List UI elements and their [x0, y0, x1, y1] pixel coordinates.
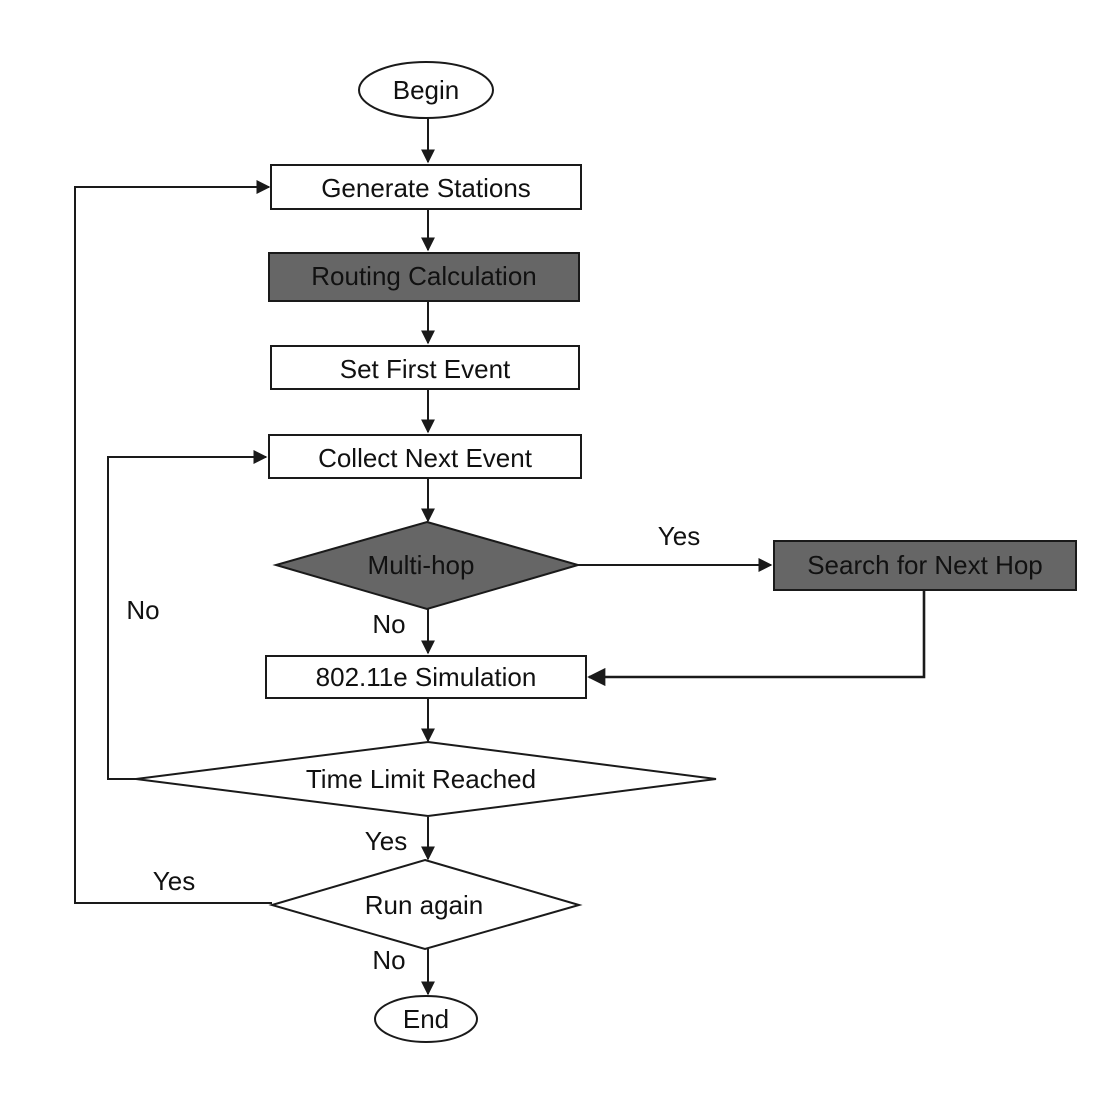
terminator-shape — [358, 61, 494, 119]
node-time-limit: Time Limit Reached — [135, 740, 717, 818]
end-label: End — [403, 1004, 449, 1034]
multi-hop-yes-label: Yes — [658, 521, 700, 551]
generate-stations-label: Generate Stations — [321, 173, 531, 203]
node-generate-stations: Generate Stations — [270, 164, 582, 210]
decision-shape — [268, 858, 583, 951]
node-begin: Begin — [358, 61, 494, 119]
edge-timelimit-no-loop — [107, 450, 268, 780]
multi-hop-no-label: No — [372, 609, 405, 639]
process-shape — [270, 345, 580, 390]
time-limit-label: Time Limit Reached — [306, 764, 536, 794]
collect-next-event-label: Collect Next Event — [318, 443, 533, 473]
node-end: End — [374, 995, 478, 1043]
run-again-no-label: No — [372, 945, 405, 975]
node-multi-hop: Multi-hop — [272, 520, 582, 611]
multi-hop-label: Multi-hop — [368, 550, 475, 580]
node-routing-calculation: Routing Calculation — [268, 252, 580, 302]
process-shape — [265, 655, 587, 699]
run-again-label: Run again — [365, 890, 484, 920]
node-run-again: Run again — [268, 858, 583, 951]
set-first-event-label: Set First Event — [340, 354, 511, 384]
process-shape-highlighted — [773, 540, 1077, 591]
connectors — [74, 117, 926, 996]
process-shape — [270, 164, 582, 210]
decision-shape — [135, 740, 717, 818]
search-next-hop-label: Search for Next Hop — [807, 550, 1043, 580]
decision-shape-highlighted — [272, 520, 582, 611]
time-limit-yes-label: Yes — [365, 826, 407, 856]
edge-searchhop-to-simulation — [587, 590, 926, 687]
simulation-label: 802.11e Simulation — [316, 662, 537, 692]
time-limit-no-label: No — [126, 595, 159, 625]
node-search-next-hop: Search for Next Hop — [773, 540, 1077, 591]
process-shape — [268, 434, 582, 479]
node-simulation: 802.11e Simulation — [265, 655, 587, 699]
edge-labels: Yes No No Yes Yes No — [126, 521, 700, 975]
run-again-yes-label: Yes — [153, 866, 195, 896]
process-shape-highlighted — [268, 252, 580, 302]
node-set-first-event: Set First Event — [270, 345, 580, 390]
terminator-shape — [374, 995, 478, 1043]
begin-label: Begin — [393, 75, 460, 105]
routing-calculation-label: Routing Calculation — [311, 261, 536, 291]
node-collect-next-event: Collect Next Event — [268, 434, 582, 479]
edge-runagain-yes-loop — [74, 180, 272, 904]
